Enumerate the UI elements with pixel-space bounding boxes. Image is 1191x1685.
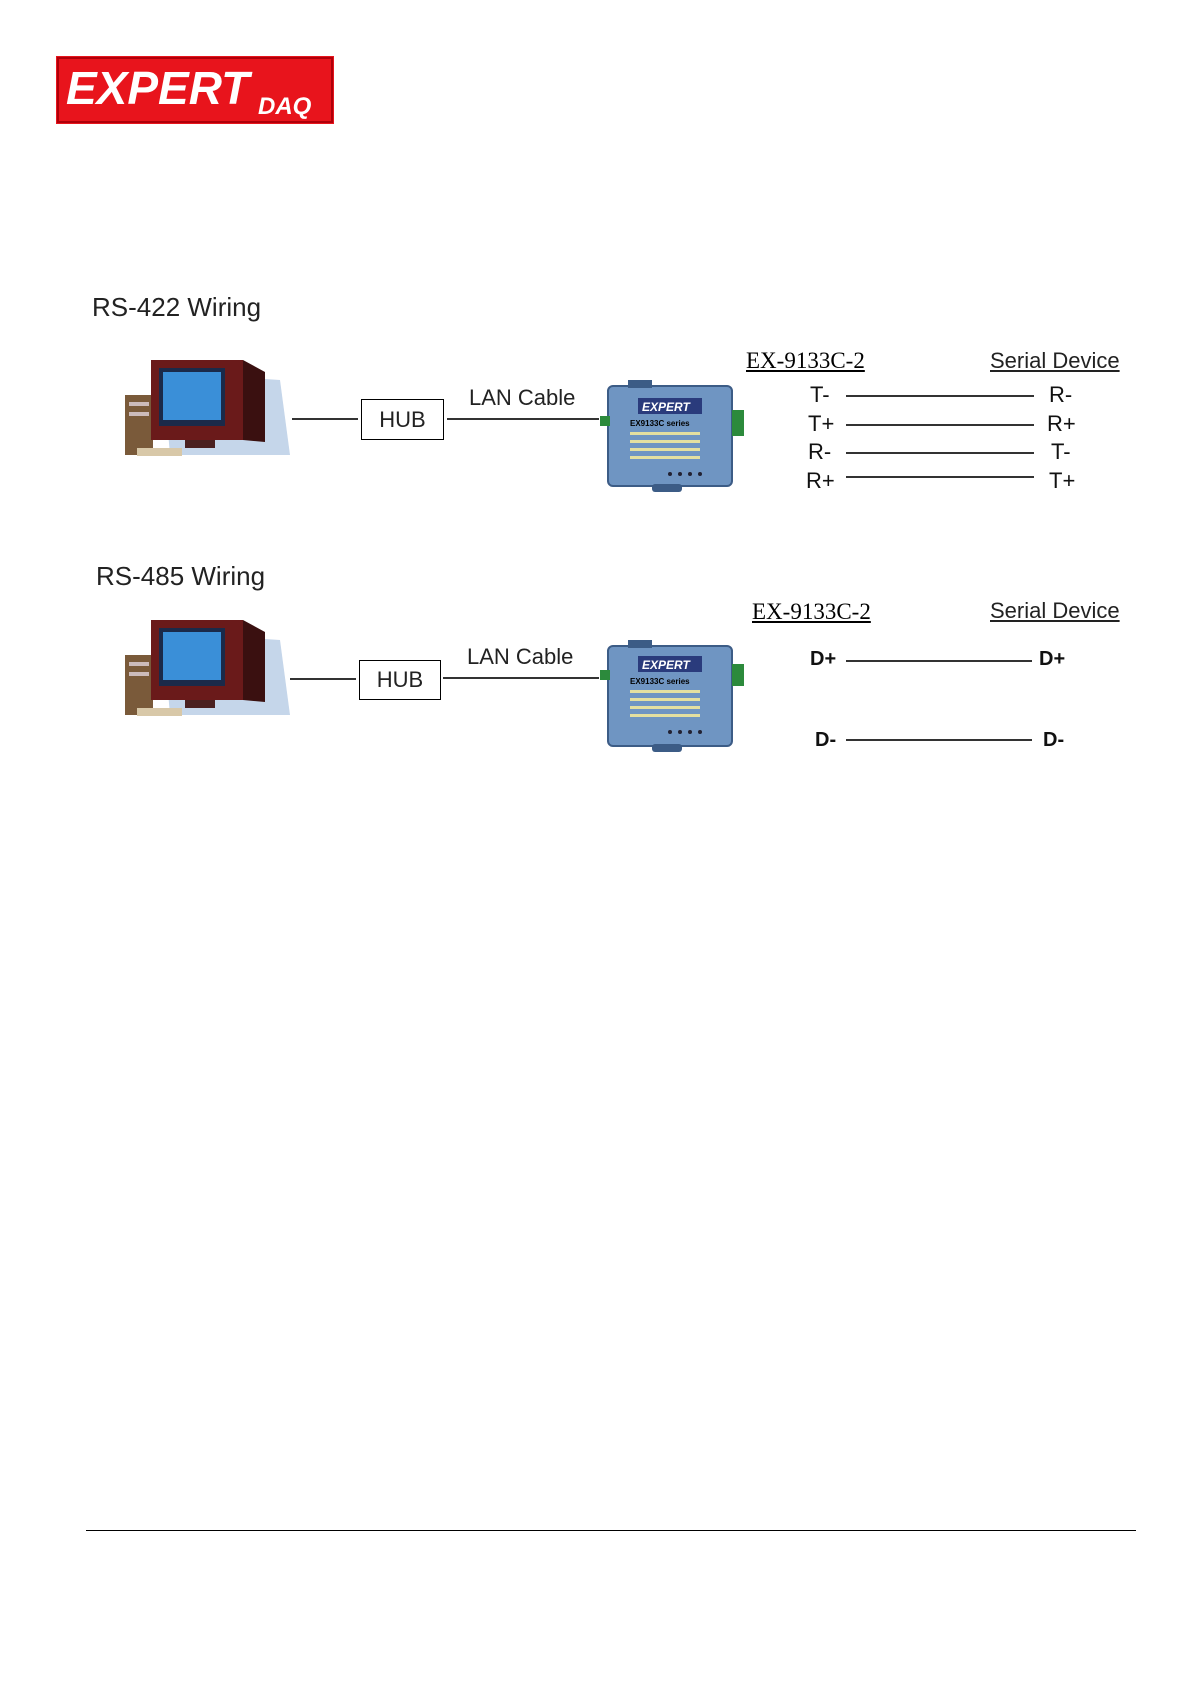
hub-box: HUB (361, 399, 444, 440)
serial-device-label: Serial Device (990, 348, 1120, 374)
device-series-text: EX9133C series (630, 677, 690, 686)
pin-right-d-plus: D+ (1039, 648, 1065, 671)
computer-icon (115, 360, 290, 460)
footer-rule (86, 1530, 1136, 1531)
section-title-rs422: RS-422 Wiring (92, 292, 261, 323)
logo-text-main: EXPERT (66, 62, 253, 114)
pin-right-d-minus: D- (1043, 729, 1064, 752)
device-model-label: EX-9133C-2 (752, 599, 871, 625)
pc-hub-wire (290, 678, 356, 680)
wire-2 (846, 424, 1034, 426)
pin-right-t-plus: T+ (1049, 468, 1075, 494)
device-series-text: EX9133C series (630, 419, 690, 428)
device-brand-text: EXPERT (642, 658, 691, 672)
pin-right-r-minus: R- (1049, 382, 1072, 408)
pin-right-r-plus: R+ (1047, 411, 1076, 437)
lan-cable-label: LAN Cable (467, 644, 573, 670)
pin-left-t-minus: T- (810, 382, 830, 408)
wire-d-plus (846, 660, 1032, 662)
section-title-rs485: RS-485 Wiring (96, 561, 265, 592)
pin-left-d-minus: D- (815, 729, 836, 752)
serial-device-label: Serial Device (990, 598, 1120, 624)
ex9133c-device-image: EXPERT EX9133C series (600, 380, 745, 492)
wire-1 (846, 395, 1034, 397)
computer-icon (115, 620, 290, 720)
expert-daq-logo: EXPERT DAQ (56, 56, 334, 124)
wire-d-minus (846, 739, 1032, 741)
device-model-label: EX-9133C-2 (746, 348, 865, 374)
lan-cable-label: LAN Cable (469, 385, 575, 411)
pc-hub-wire (292, 418, 358, 420)
device-brand-text: EXPERT (642, 400, 691, 414)
pin-left-r-minus: R- (808, 439, 831, 465)
wire-4 (846, 476, 1034, 478)
logo-text-sub: DAQ (258, 93, 312, 120)
hub-box: HUB (359, 660, 441, 700)
lan-cable-wire (443, 677, 599, 679)
wire-3 (846, 452, 1034, 454)
pin-left-r-plus: R+ (806, 468, 835, 494)
pin-right-t-minus: T- (1051, 439, 1071, 465)
pin-left-d-plus: D+ (810, 648, 836, 671)
pin-left-t-plus: T+ (808, 411, 834, 437)
lan-cable-wire (447, 418, 599, 420)
ex9133c-device-image: EXPERT EX9133C series (600, 640, 745, 752)
